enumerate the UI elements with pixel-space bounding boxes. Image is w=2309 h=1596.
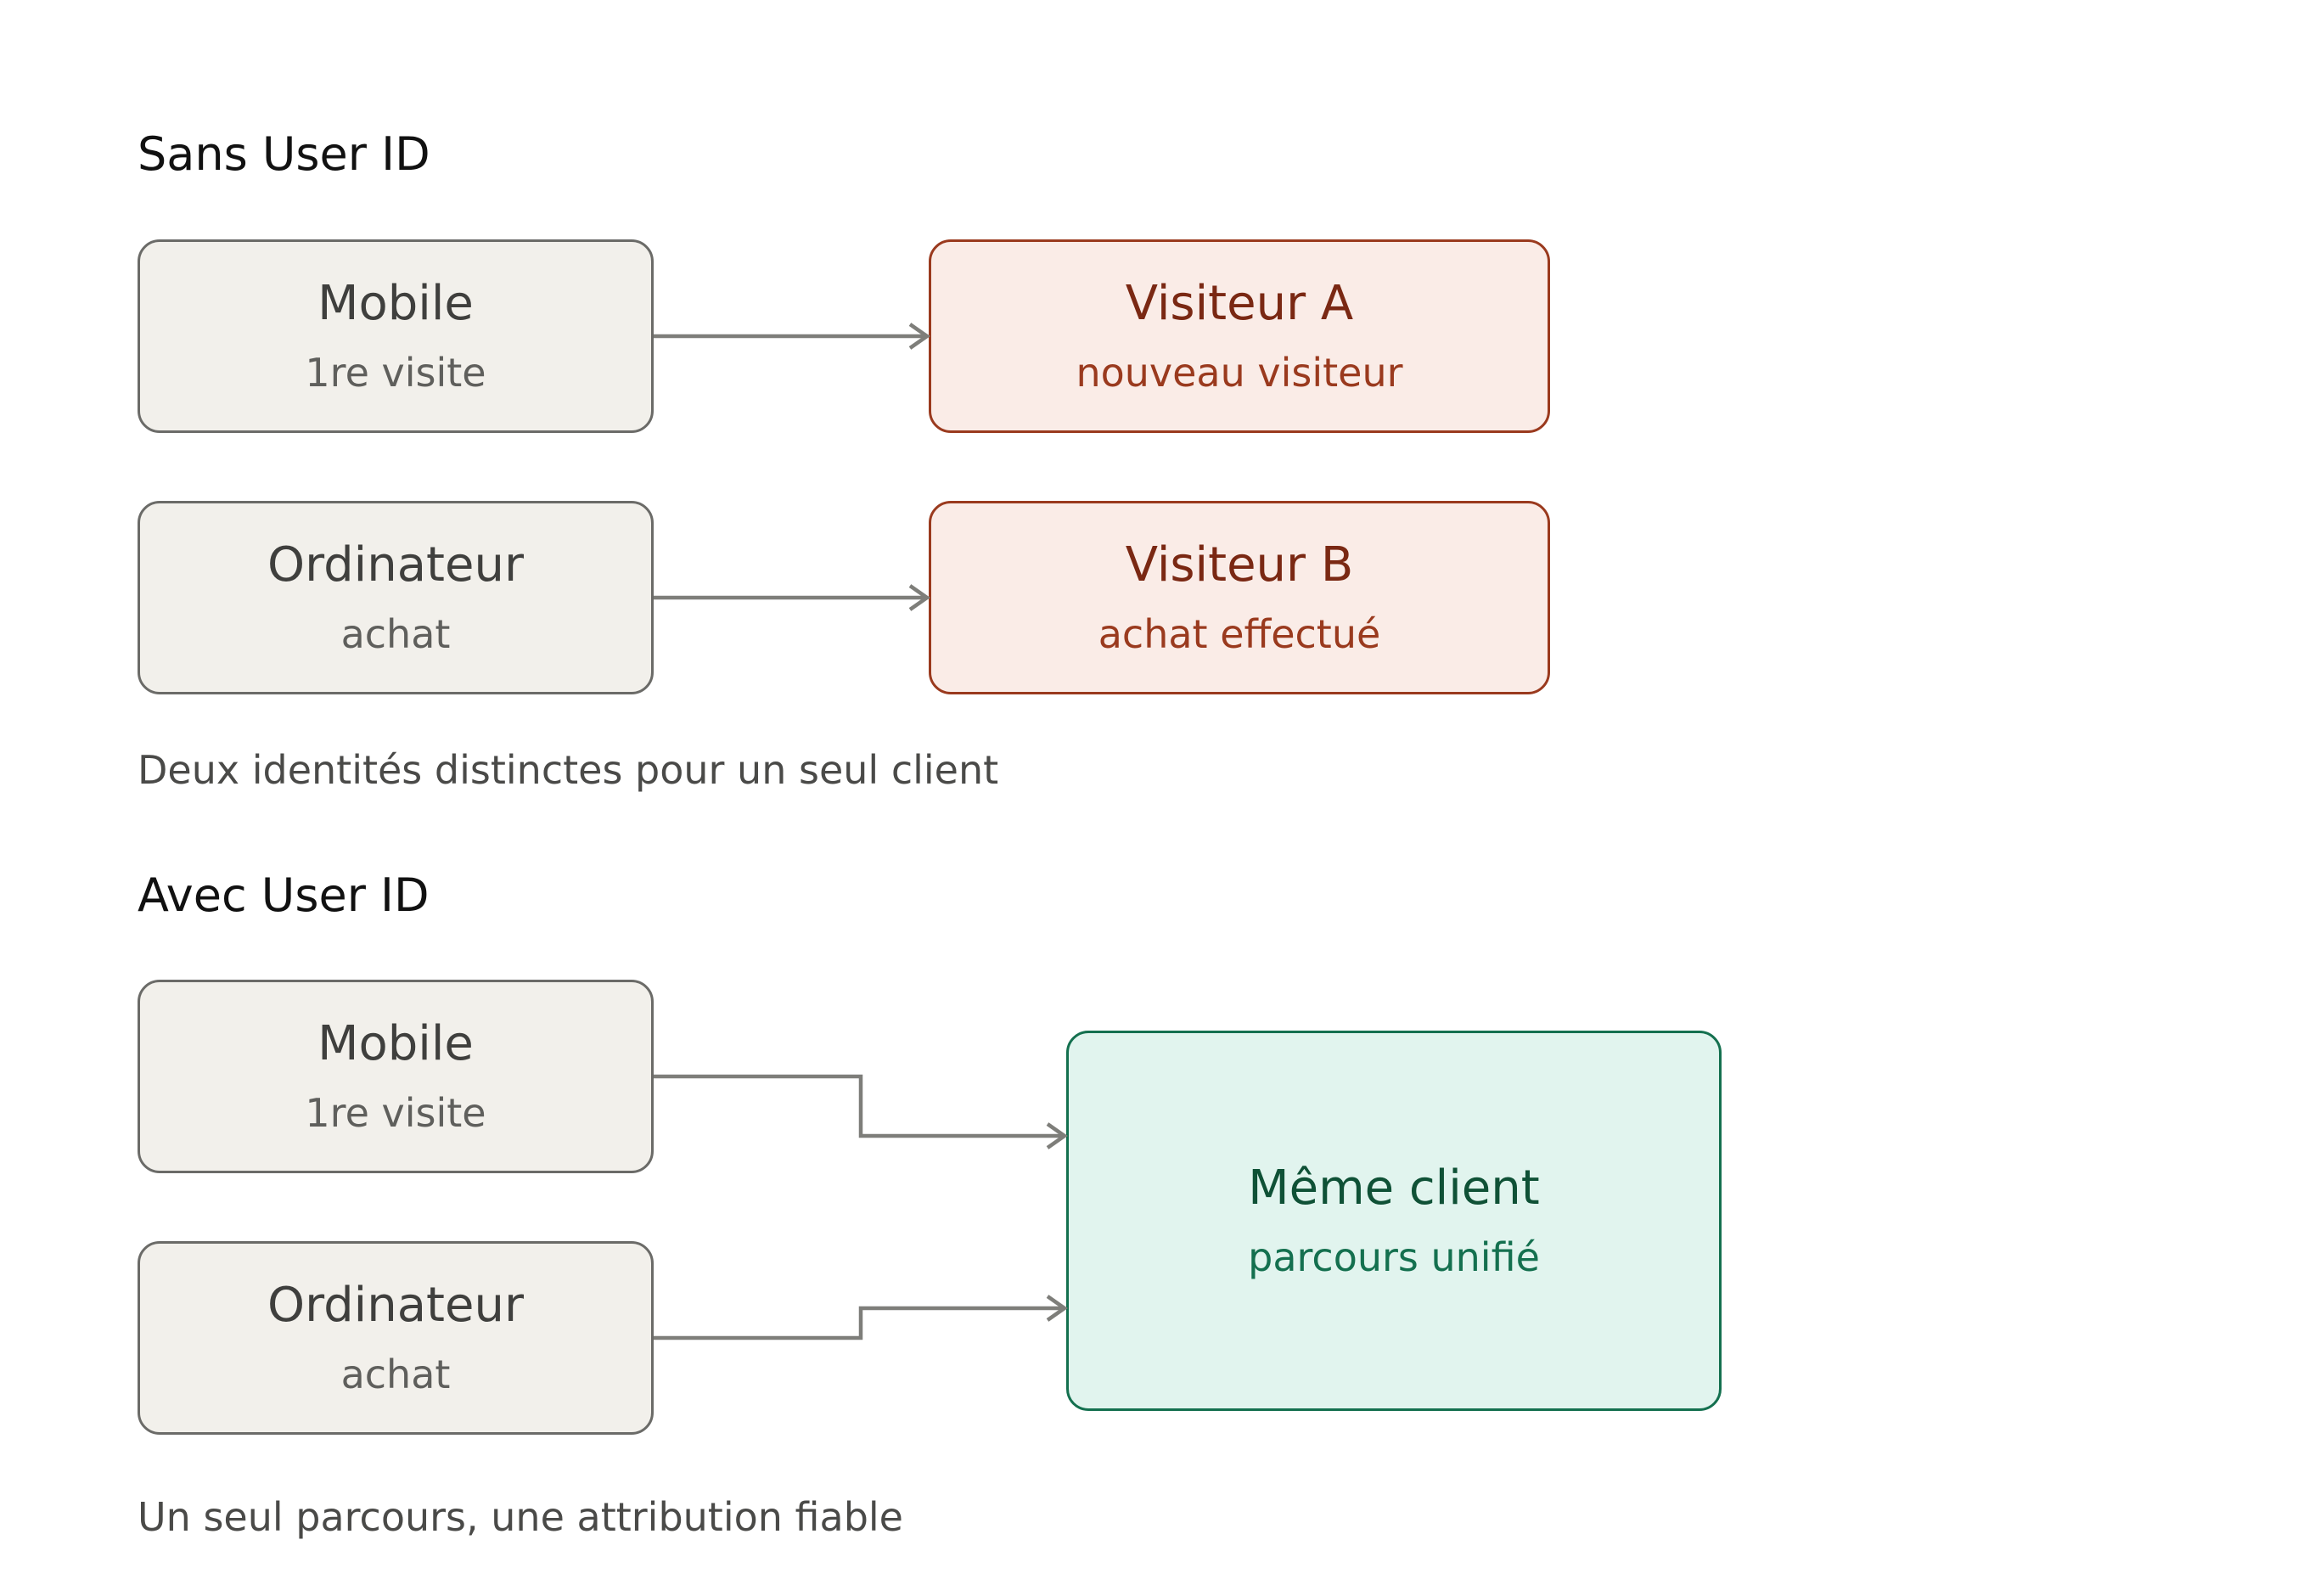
node-desktop-without: Ordinateur achat: [138, 501, 654, 694]
node-same-client: Même client parcours unifié: [1066, 1031, 1722, 1411]
node-sublabel: 1re visite: [305, 1090, 486, 1136]
arrowhead-visitor-b: [908, 584, 930, 611]
node-desktop-with: Ordinateur achat: [138, 1241, 654, 1435]
node-sublabel: nouveau visiteur: [1076, 350, 1403, 396]
node-label: Ordinateur: [267, 1278, 524, 1333]
arrow-desktop-to-client: [654, 1306, 1065, 1340]
node-sublabel: parcours unifié: [1248, 1234, 1540, 1280]
caption-with-user-id: Un seul parcours, une attribution fiable: [138, 1494, 903, 1540]
node-visitor-a: Visiteur A nouveau visiteur: [929, 239, 1550, 433]
node-label: Même client: [1248, 1160, 1540, 1216]
arrow-mobile-to-client: [654, 1074, 1065, 1138]
node-sublabel: 1re visite: [305, 350, 486, 396]
node-visitor-b: Visiteur B achat effectué: [929, 501, 1550, 694]
node-sublabel: achat: [340, 1352, 451, 1397]
arrowhead-visitor-a: [908, 323, 930, 350]
arrowhead-client-bottom: [1046, 1295, 1068, 1322]
node-sublabel: achat effectué: [1098, 611, 1381, 657]
node-label: Ordinateur: [267, 537, 524, 593]
node-mobile-with: Mobile 1re visite: [138, 980, 654, 1173]
node-label: Visiteur A: [1125, 276, 1354, 331]
node-mobile-without: Mobile 1re visite: [138, 239, 654, 433]
caption-without-user-id: Deux identités distinctes pour un seul c…: [138, 747, 999, 793]
section-title-with-user-id: Avec User ID: [138, 868, 430, 922]
node-label: Visiteur B: [1125, 537, 1354, 593]
section-title-without-user-id: Sans User ID: [138, 127, 430, 181]
node-label: Mobile: [317, 1016, 474, 1071]
node-sublabel: achat: [340, 611, 451, 657]
arrowhead-client-top: [1046, 1122, 1068, 1149]
node-label: Mobile: [317, 276, 474, 331]
